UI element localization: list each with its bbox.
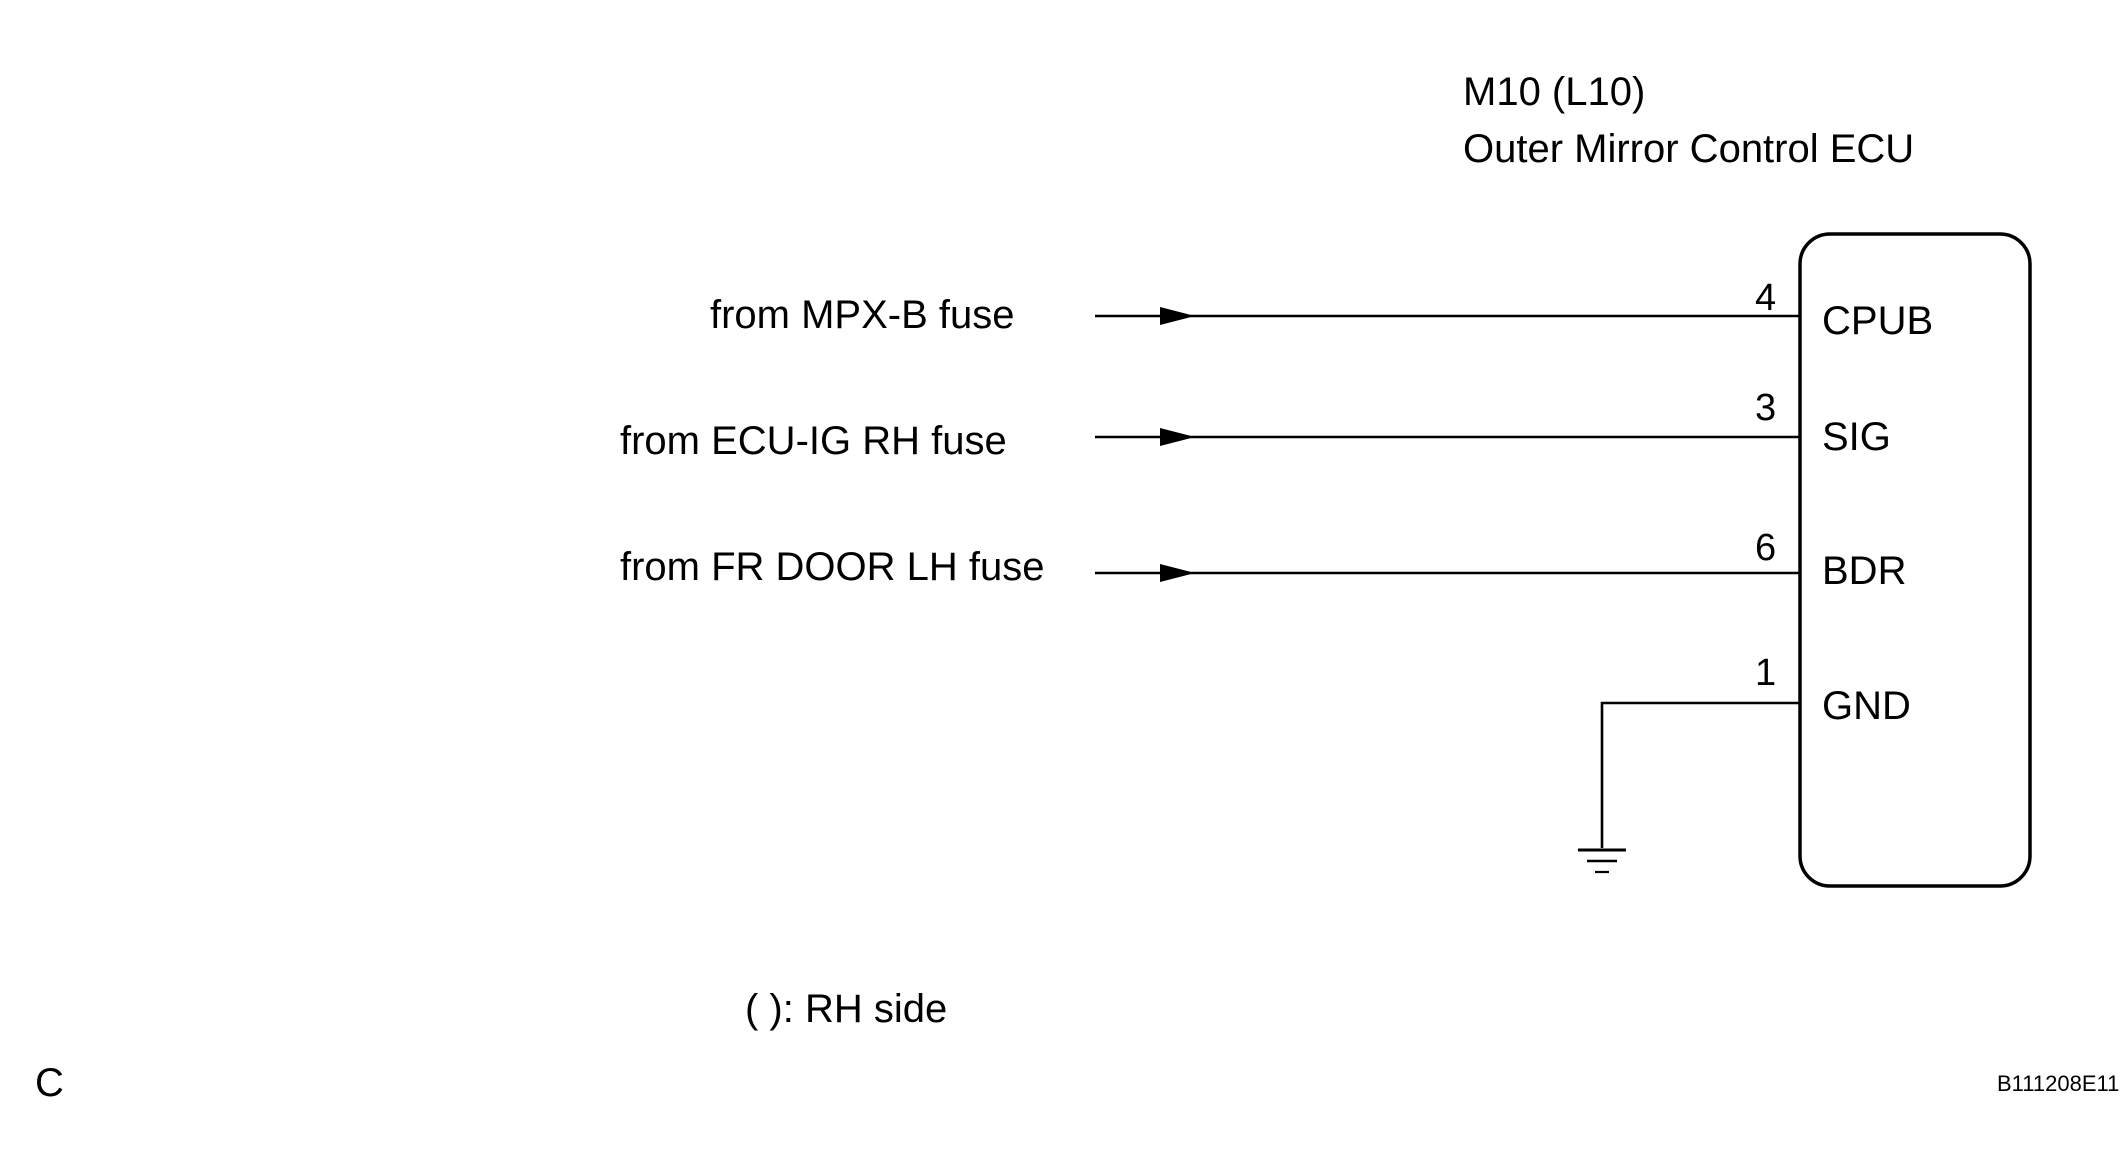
pin-number: 4 <box>1755 277 1776 319</box>
terminal-name: SIG <box>1822 415 1891 459</box>
component-name: Outer Mirror Control ECU <box>1463 127 1914 171</box>
pin-number: 1 <box>1755 652 1776 694</box>
arrow-icon <box>1160 428 1195 446</box>
ground-wire: 1 GND <box>1578 652 1911 874</box>
terminal-name: CPUB <box>1822 299 1933 343</box>
source-label: from MPX-B fuse <box>710 293 1015 337</box>
wire <box>1600 701 1800 848</box>
figure-id: B111208E11 <box>1997 1071 2119 1096</box>
ground-icon <box>1578 848 1626 874</box>
terminal-name: BDR <box>1822 549 1906 593</box>
pin-number: 6 <box>1755 527 1776 569</box>
arrow-icon <box>1160 564 1195 582</box>
input-wire-bdr: from FR DOOR LH fuse 6 BDR <box>620 527 1906 593</box>
input-wire-sig: from ECU-IG RH fuse 3 SIG <box>620 387 1891 463</box>
terminal-name: GND <box>1822 684 1911 728</box>
input-wire-cpub: from MPX-B fuse 4 CPUB <box>710 277 1933 343</box>
pin-number: 3 <box>1755 387 1776 429</box>
source-label: from FR DOOR LH fuse <box>620 545 1045 589</box>
connector-code: M10 (L10) <box>1463 70 1645 114</box>
source-label: from ECU-IG RH fuse <box>620 419 1007 463</box>
arrow-icon <box>1160 307 1195 325</box>
legend-note: ( ): RH side <box>745 987 947 1031</box>
corner-letter: C <box>35 1061 64 1105</box>
ecu-box <box>1798 232 2032 888</box>
